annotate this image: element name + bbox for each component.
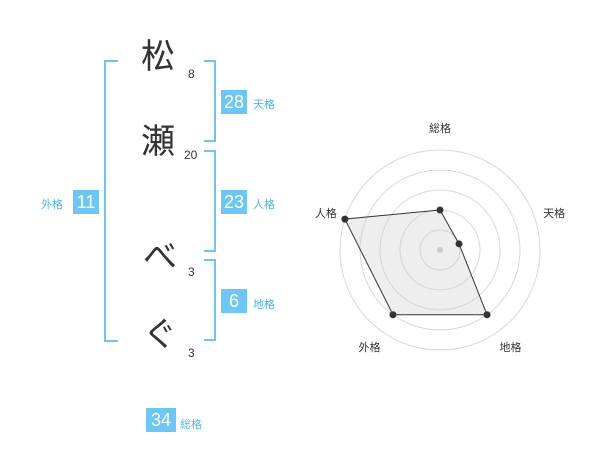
radar-axis-label-4: 外格: [358, 340, 380, 354]
tenkaku-label: 天格: [253, 98, 275, 111]
radar-area: [344, 209, 488, 316]
jinkaku-score: 23: [221, 190, 247, 214]
radar-axis-label-5: 人格: [315, 206, 337, 220]
soukaku-score: 34: [146, 408, 176, 432]
tenkaku-bracket: [204, 60, 216, 142]
radar-axis-label-1: 総格: [429, 121, 451, 135]
stroke-count-2: 20: [184, 148, 198, 162]
stroke-count-4: 3: [188, 346, 195, 360]
gaikaku-score: 11: [73, 190, 99, 214]
radar-point-4: [389, 311, 397, 319]
radar-ring-3: [379, 189, 501, 311]
name-char-4: ぐ: [143, 315, 177, 355]
chikaku-score: 6: [221, 289, 247, 313]
stroke-count-3: 3: [188, 265, 195, 279]
radar-ring-1: [419, 229, 461, 271]
radar-axis-label-3: 地格: [500, 340, 522, 354]
radar-center-dot: [437, 247, 443, 253]
soukaku-label: 総格: [180, 418, 202, 431]
radar-point-3: [483, 311, 491, 319]
tenkaku-score: 28: [221, 90, 247, 114]
name-char-3: べ: [143, 237, 177, 277]
jinkaku-label: 人格: [253, 198, 275, 211]
radar-axis-label-2: 天格: [543, 206, 565, 220]
radar-point-2: [455, 240, 463, 248]
radar-point-5: [341, 215, 349, 223]
radar-point-1: [436, 206, 444, 214]
stroke-count-1: 8: [188, 67, 195, 81]
name-char-2: 瀬: [141, 122, 175, 162]
chikaku-label: 地格: [253, 298, 275, 311]
name-char-1: 松: [141, 37, 175, 77]
chikaku-bracket: [204, 259, 216, 341]
jinkaku-bracket: [204, 150, 216, 252]
radar-ring-5: [339, 149, 541, 351]
gaikaku-label: 外格: [41, 198, 63, 211]
gaikaku-bracket: [104, 60, 118, 342]
